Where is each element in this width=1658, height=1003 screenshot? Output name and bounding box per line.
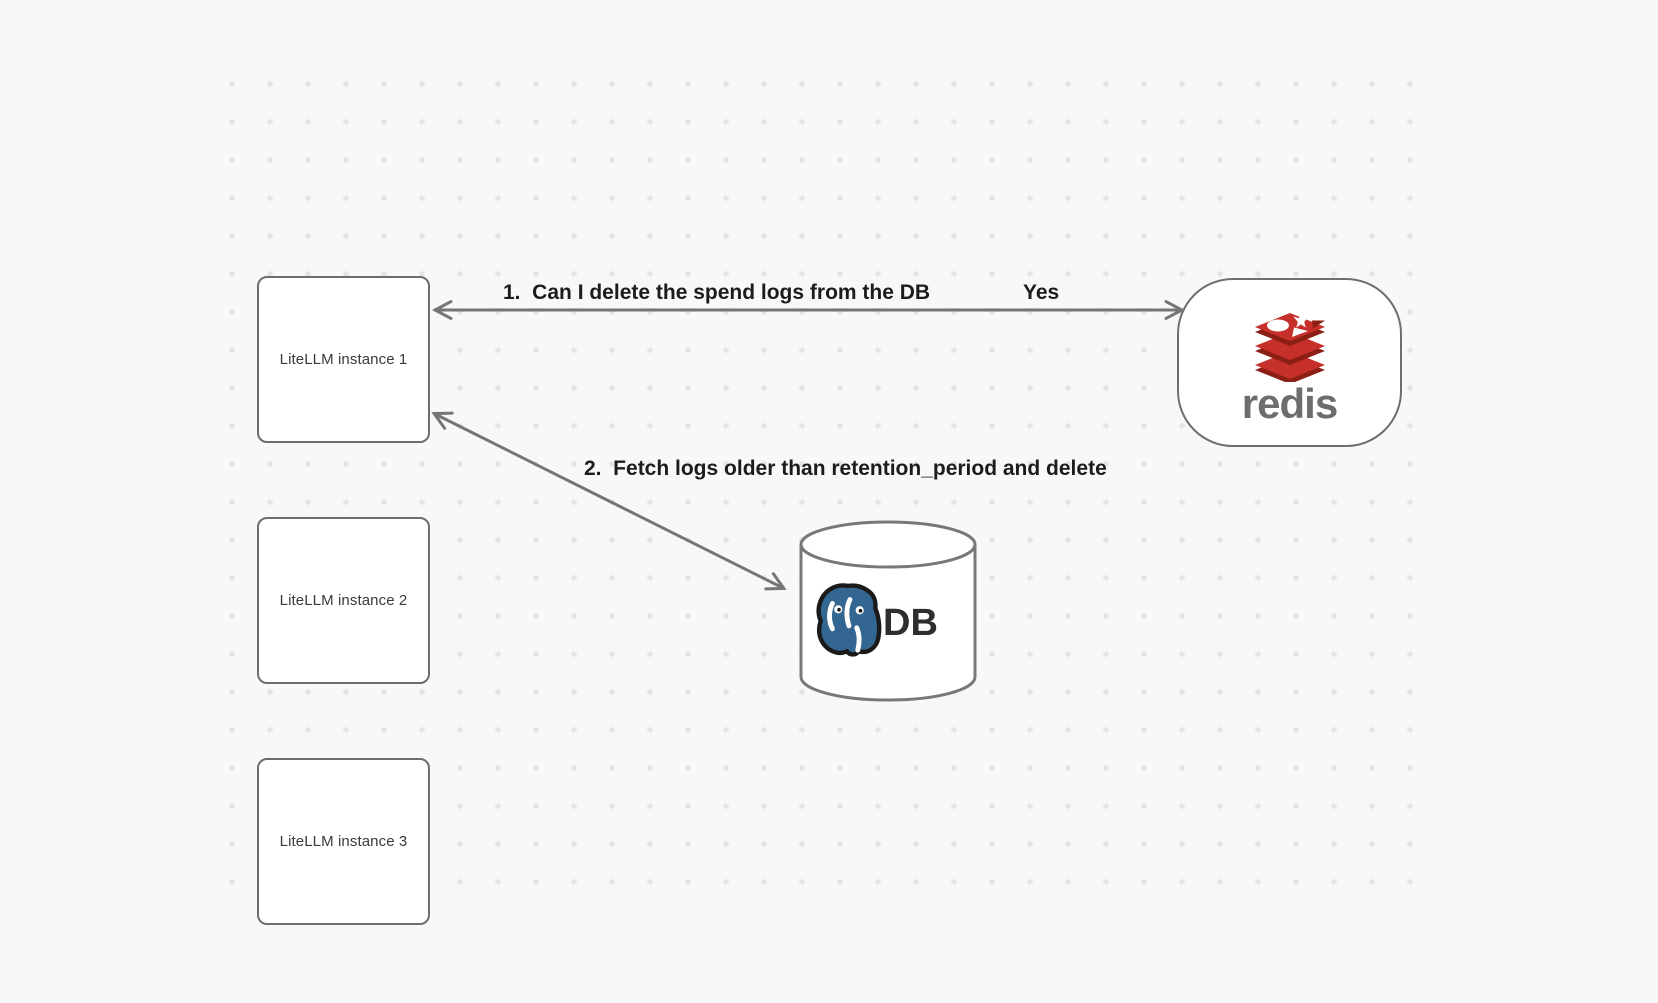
edge-label-answer[interactable]: Yes: [1023, 281, 1060, 304]
redis-wordmark: redis: [1241, 380, 1338, 427]
db-label: DB: [883, 602, 938, 644]
edge-label-fetch[interactable]: 2. Fetch logs older than retention_perio…: [584, 457, 1107, 480]
node-label: LiteLLM instance 1: [279, 351, 408, 368]
node-label: LiteLLM instance 2: [279, 592, 408, 609]
node-db[interactable]: DB: [799, 520, 977, 703]
redis-logo-icon: [1255, 313, 1325, 382]
edge-label-question[interactable]: 1. Can I delete the spend logs from the …: [503, 281, 931, 304]
arrow-instance1-db[interactable]: [435, 414, 783, 588]
node-redis[interactable]: redis: [1177, 278, 1402, 447]
node-litellm-instance-3[interactable]: LiteLLM instance 3: [257, 758, 430, 925]
node-litellm-instance-2[interactable]: LiteLLM instance 2: [257, 517, 430, 684]
node-label: LiteLLM instance 3: [279, 833, 408, 850]
node-litellm-instance-1[interactable]: LiteLLM instance 1: [257, 276, 430, 443]
postgresql-logo-icon: [816, 583, 882, 657]
